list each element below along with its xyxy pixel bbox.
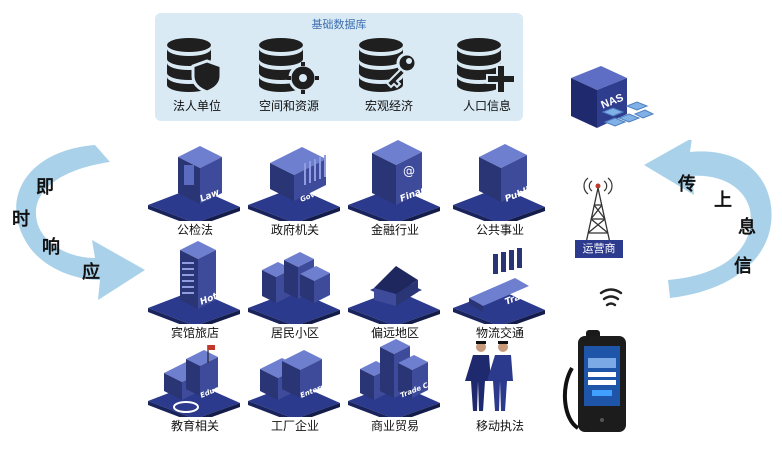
database-gear-icon: [259, 38, 319, 94]
left-curved-arrow: [16, 145, 145, 300]
database-label: 空间和资源: [258, 99, 319, 113]
building-remote-icon: [348, 266, 440, 324]
database-plus-icon: [457, 38, 516, 94]
node-mobile-enforcement: 移动执法: [445, 333, 555, 439]
node-label: 偏远地区: [370, 326, 419, 340]
left-arrow-char: 时: [12, 209, 30, 230]
right-curved-arrow: [644, 140, 772, 298]
node-label: 政府机关: [270, 223, 319, 237]
carrier-label: 运营商: [575, 240, 623, 258]
building-residential-icon: [248, 252, 340, 324]
svg-text:@: @: [403, 164, 415, 178]
node-public: Public 公共事业: [445, 137, 555, 243]
node-remote: 偏远地区: [340, 240, 450, 346]
right-arrow-char: 传: [678, 174, 696, 195]
building-trade-icon: Trade Center: [348, 339, 450, 417]
database-item-space: 空间和资源: [249, 35, 329, 115]
building-hotel-icon: Hotel: [148, 241, 240, 324]
node-trade: Trade Center 商业贸易: [340, 333, 450, 439]
nas-server-icon: NAS: [571, 66, 655, 128]
node-government: Government 政府机关: [240, 137, 350, 243]
node-label: 金融行业: [370, 223, 419, 237]
node-finance: @Finance 金融行业: [340, 137, 450, 243]
wireless-signal-icon: [599, 288, 623, 307]
node-education: Education 教育相关: [140, 333, 250, 439]
node-label: 公共事业: [475, 223, 524, 237]
radio-tower-icon: [583, 177, 613, 244]
node-logistics: Traffic 物流交通: [445, 240, 555, 346]
handheld-terminal-icon: [562, 330, 626, 432]
database-panel: 基础数据库 法人单位: [155, 13, 523, 121]
database-label: 法人单位: [172, 99, 221, 113]
database-label: 人口信息: [462, 99, 511, 113]
node-residential: 居民小区: [240, 240, 350, 346]
node-courts: Law 公检法: [140, 137, 250, 243]
building-education-icon: Education: [148, 345, 240, 417]
right-arrow-char: 上: [714, 190, 732, 211]
building-mobile-enforcement-icon: [465, 341, 513, 411]
database-item-economy: 宏观经济: [349, 35, 429, 115]
node-label: 商业贸易: [370, 419, 419, 433]
left-arrow-char: 应: [82, 262, 100, 283]
left-arrow-char: 响: [42, 237, 60, 258]
database-item-legal: 法人单位: [157, 35, 237, 115]
node-label: 移动执法: [475, 419, 524, 433]
left-arrow-char: 即: [36, 177, 54, 198]
building-finance-icon: @Finance: [348, 140, 440, 221]
node-label: 居民小区: [270, 326, 319, 340]
right-arrow-char: 息: [738, 217, 756, 238]
database-title: 基础数据库: [311, 18, 367, 31]
node-label: 物流交通: [475, 326, 524, 340]
node-label: 公检法: [176, 223, 213, 237]
database-label: 宏观经济: [364, 99, 413, 113]
node-label: 宾馆旅店: [170, 326, 219, 340]
building-public-icon: Public: [453, 144, 545, 221]
node-hotel: Hotel 宾馆旅店: [140, 240, 250, 346]
database-shield-icon: [167, 38, 223, 94]
building-enterprise-icon: Enterprise: [248, 350, 340, 417]
right-arrow-char: 信: [734, 256, 752, 277]
building-courts-icon: Law: [148, 146, 240, 221]
database-item-population: 人口信息: [447, 35, 527, 115]
node-label: 工厂企业: [270, 419, 319, 433]
node-enterprise: Enterprise 工厂企业: [240, 333, 350, 439]
building-government-icon: Government: [248, 147, 348, 221]
node-label: 教育相关: [170, 419, 219, 433]
database-key-icon: [359, 38, 418, 92]
building-logistics-icon: Traffic: [453, 248, 545, 324]
